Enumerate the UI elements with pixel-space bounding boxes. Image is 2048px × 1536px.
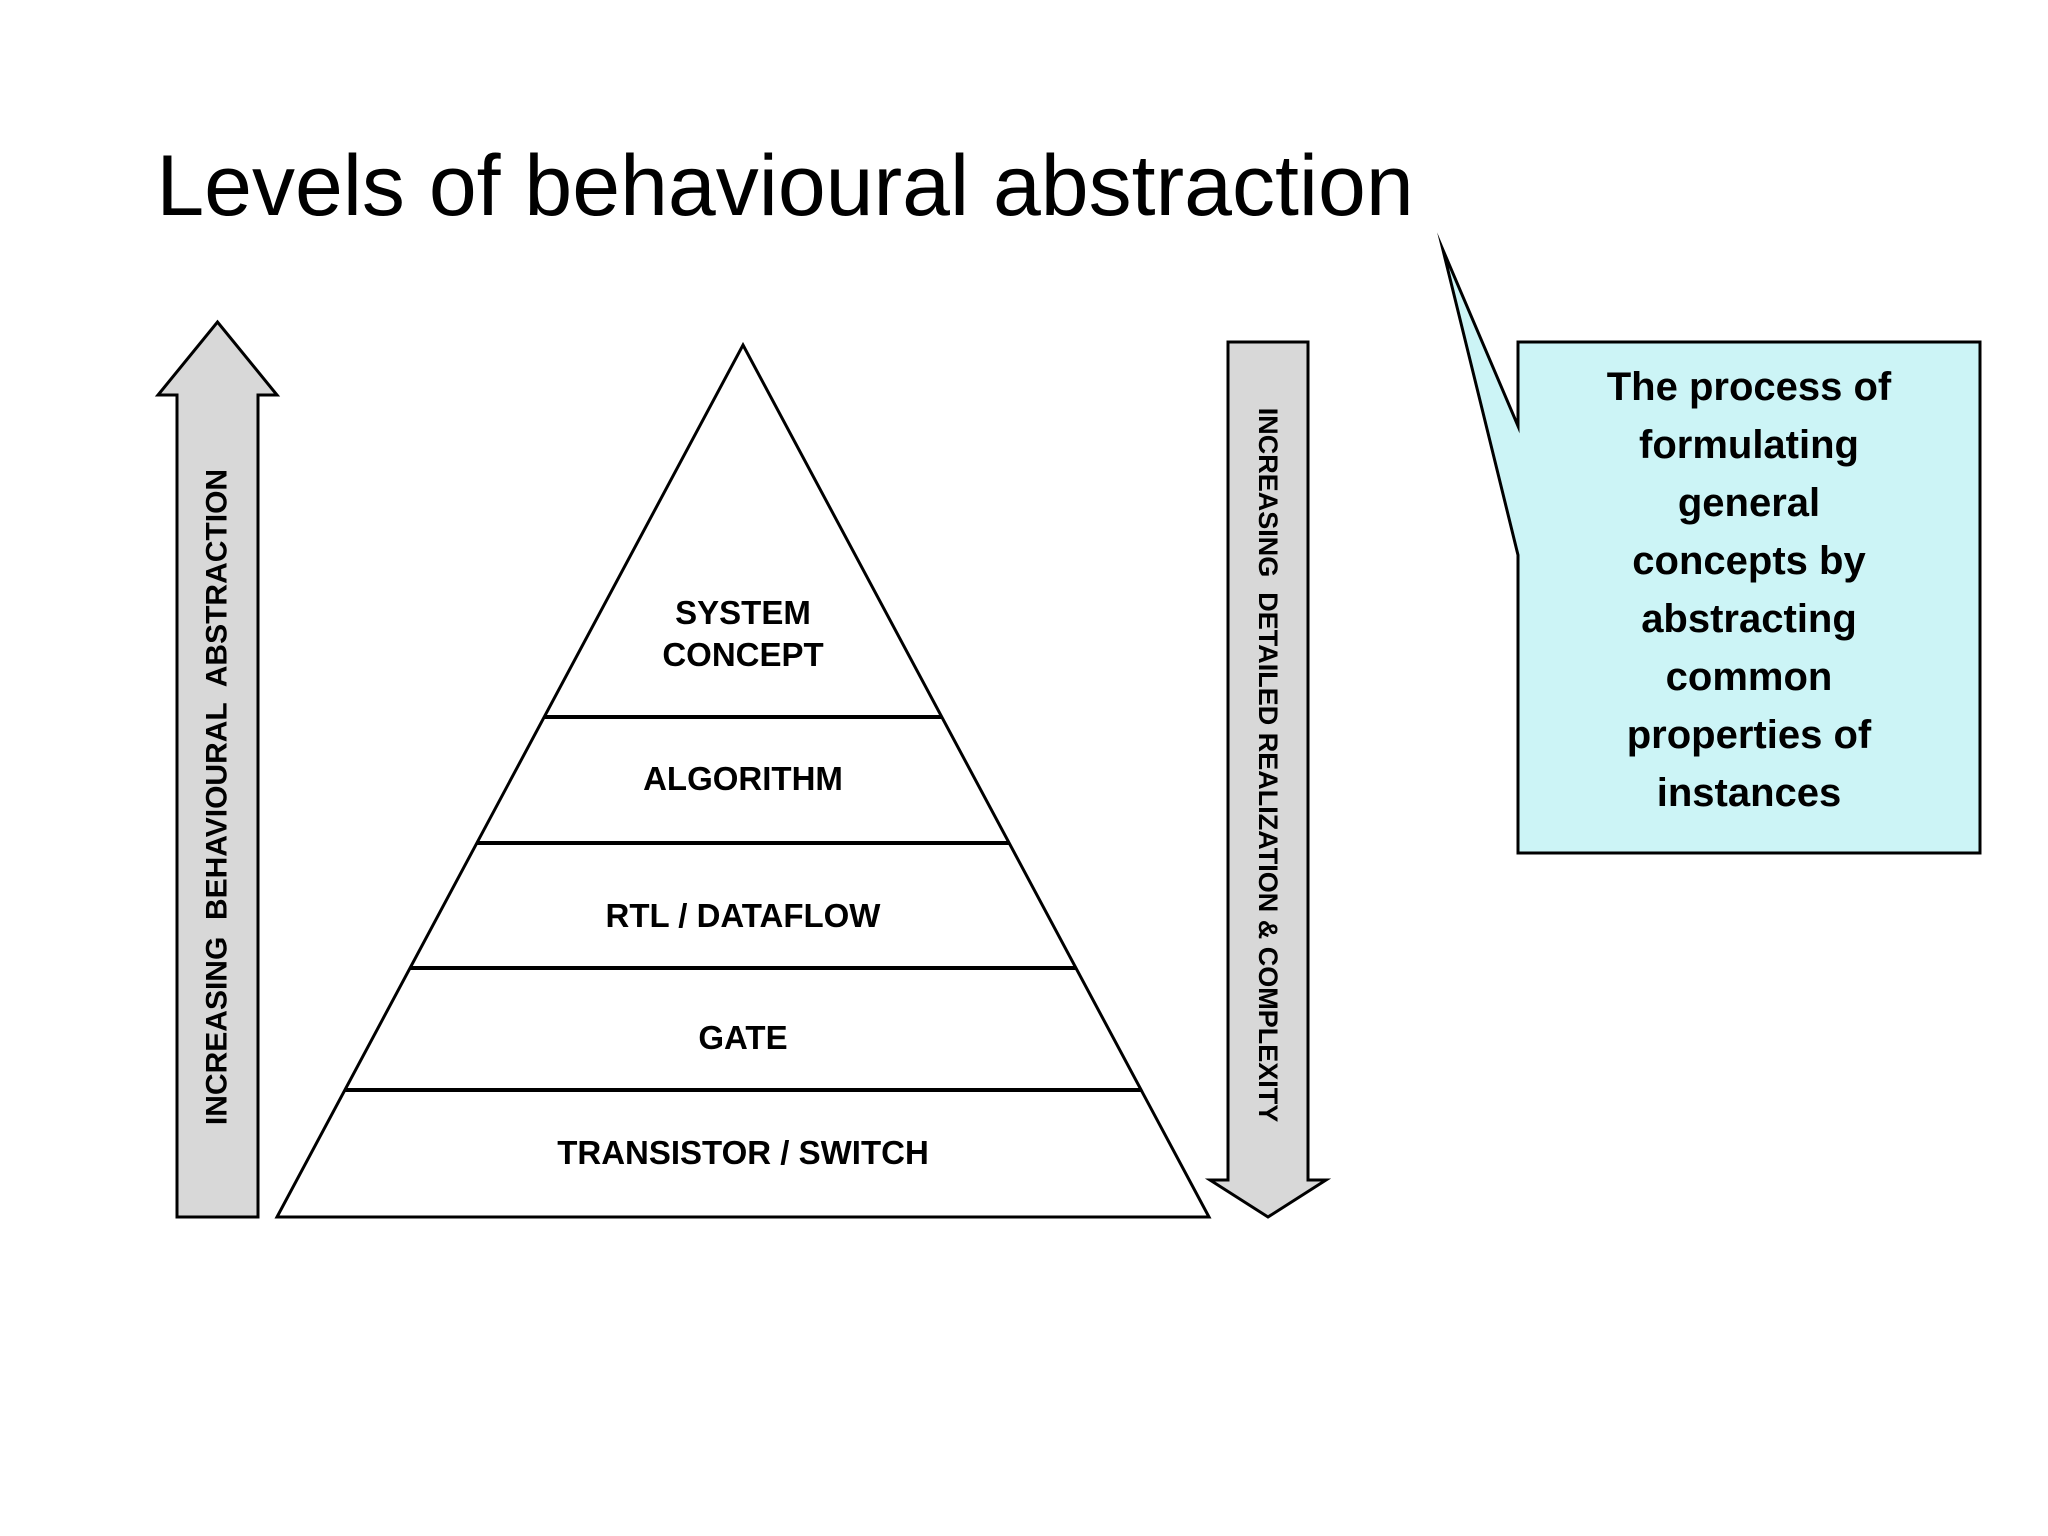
left-abstraction-arrow: INCREASING BEHAVIOURAL ABSTRACTION xyxy=(154,319,281,1219)
level-label-gate: GATE xyxy=(698,1019,787,1056)
page-title: Levels of behavioural abstraction xyxy=(156,138,1413,234)
callout-text-line4: concepts by xyxy=(1632,539,1866,583)
definition-callout: The process of formulating general conce… xyxy=(1437,232,1982,855)
up-arrow-shape xyxy=(154,319,281,1219)
callout-text-line3: general xyxy=(1678,481,1820,525)
callout-text-line6: common xyxy=(1666,655,1833,699)
level-label-transistor-switch: TRANSISTOR / SWITCH xyxy=(557,1134,929,1171)
callout-text-line8: instances xyxy=(1657,771,1842,815)
callout-text-line7: properties of xyxy=(1627,713,1872,757)
pyramid-triangle xyxy=(274,341,1212,1219)
level-label-rtl-dataflow: RTL / DATAFLOW xyxy=(606,897,882,934)
callout-text-line2: formulating xyxy=(1639,423,1859,467)
down-arrow-shape xyxy=(1204,340,1332,1219)
right-complexity-arrow: INCREASING DETAILED REALIZATION & COMPLE… xyxy=(1204,340,1332,1219)
level-label-system-concept-line1: SYSTEM xyxy=(675,594,811,631)
callout-text-line1: The process of xyxy=(1607,365,1892,409)
callout-bubble-shape xyxy=(1437,232,1982,855)
level-label-algorithm: ALGORITHM xyxy=(643,760,843,797)
right-arrow-label: INCREASING DETAILED REALIZATION & COMPLE… xyxy=(1253,408,1283,1123)
callout-text-line5: abstracting xyxy=(1641,597,1857,641)
level-label-system-concept-line2: CONCEPT xyxy=(662,636,823,673)
abstraction-pyramid: SYSTEM CONCEPT ALGORITHM RTL / DATAFLOW … xyxy=(274,341,1212,1219)
left-arrow-label: INCREASING BEHAVIOURAL ABSTRACTION xyxy=(201,469,234,1125)
